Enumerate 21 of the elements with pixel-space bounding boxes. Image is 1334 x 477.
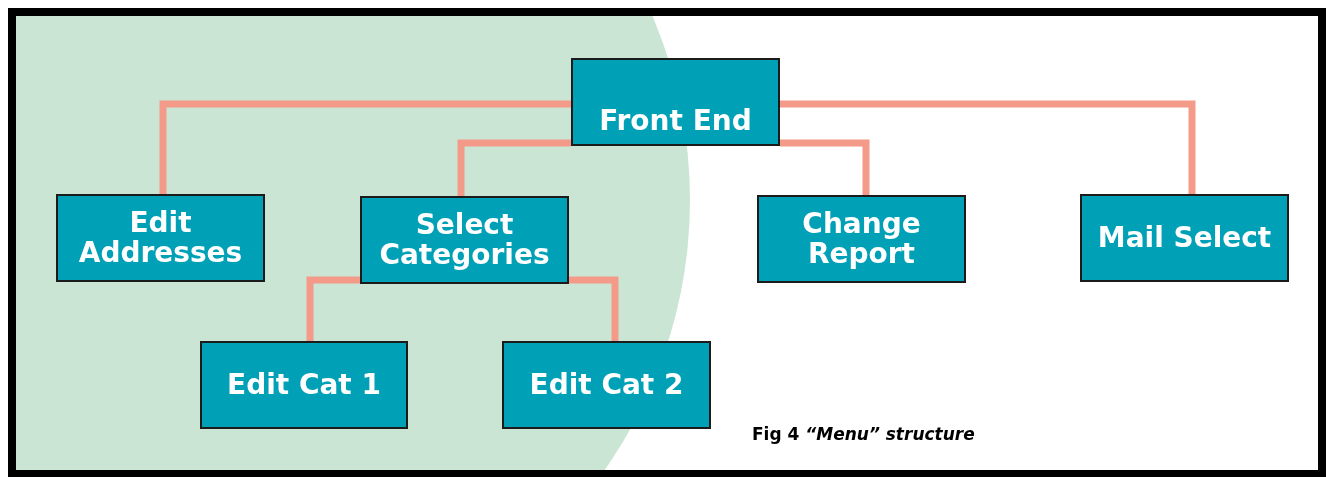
box-label: Edit Addresses [77,208,244,268]
box-label: Change Report [801,209,922,269]
box-label: Front End [599,106,752,136]
menu-box [56,194,265,282]
box-label: Mail Select [1097,223,1272,253]
connector-line [569,276,619,341]
menu-box [502,341,711,429]
figure-caption: Fig 4 “Menu” structure [752,424,975,444]
menu-box [757,195,966,283]
connector-line [780,139,870,195]
connector-line [306,276,360,341]
connector-line [780,100,1196,194]
menu-box [200,341,408,429]
box-label: Select Categories [378,210,551,270]
connector-line [159,100,571,194]
menu-box [1080,194,1289,282]
box-label: Edit Cat 1 [227,370,381,400]
menu-box [571,58,780,146]
connector-line [457,139,571,196]
box-label: Edit Cat 2 [529,370,684,400]
menu-box [360,196,569,284]
